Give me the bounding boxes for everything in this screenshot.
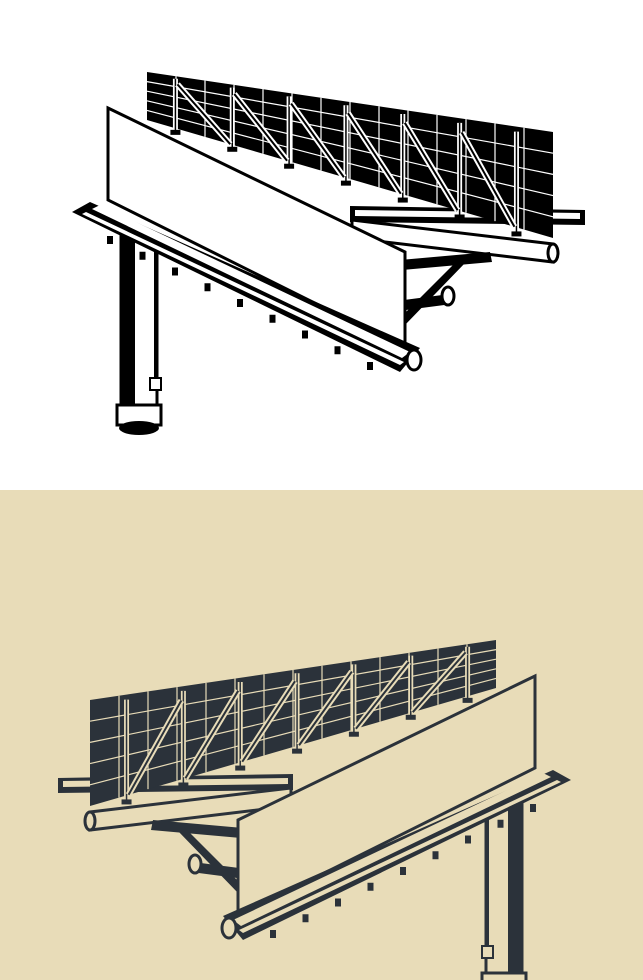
billboard-illustration-panel-top [72,72,585,435]
diagonal-brace-core [176,83,231,145]
grid-row-line [89,658,497,743]
cross-beam-top [151,820,243,838]
diagonal-brace-core [355,661,410,730]
walkway-slot-1 [92,205,410,358]
diagonal-brace-core [412,651,467,713]
billboard-drawing-top [72,72,585,435]
walkway-bracket [334,346,341,355]
strut-foot [462,697,473,703]
strut-foot [348,731,359,737]
walkway-bracket [335,898,341,907]
support-post-shadow [508,803,522,980]
cross-beam-cap [440,285,456,307]
strut-foot [292,748,303,754]
walkway-bracket [465,835,471,844]
back-beam-cap [546,242,560,264]
billboard-artwork-bottom [58,640,571,980]
strut-foot [405,714,416,720]
diagonal-brace-core [403,122,459,211]
strut-foot [511,231,522,237]
strut-foot [397,197,408,203]
cross-beam-diagonal [398,258,466,326]
grid-row-line [146,90,554,175]
diagonal-brace-core [241,680,296,763]
cross-beam-cap [187,853,203,875]
walkway-bracket [432,851,439,860]
strut-foot [227,146,238,152]
junction-box [149,377,162,391]
strut-foot [340,180,351,186]
walkway-bracket [400,867,406,875]
diagonal-brace-core [460,131,516,228]
diagonal-brace-core [127,699,183,796]
diagonal-brace-core [184,690,240,779]
strut-foot [121,799,132,805]
walkway-bracket [270,930,276,938]
diagonal-brace-core [233,93,288,162]
strut-foot [284,163,295,169]
diagonal-brace-core [290,103,345,178]
walkway-bracket [204,283,211,292]
walkway-slot-1 [233,773,551,926]
walkway-bracket [302,330,308,339]
walkway-bracket [302,914,309,923]
walkway-bracket [530,804,536,812]
strut-foot [454,214,465,220]
diagonal-brace-core [347,112,402,195]
cross-beam-top [400,252,492,270]
billboard-artwork-top [72,72,585,435]
walkway-slot-2 [239,780,561,933]
post-base [119,421,159,435]
walkway-bracket [269,314,276,323]
walkway-slot-2 [82,212,404,365]
walkway-bracket [367,362,373,370]
walkway-bracket [497,819,504,828]
walkway-bracket [237,299,243,307]
walkway-bracket [367,882,374,891]
billboard-drawing-bottom [0,490,643,980]
walkway-bracket [172,267,178,276]
post-base-collar [480,971,528,980]
walkway-bracket [139,251,146,260]
cross-beam-diagonal [177,826,245,894]
billboard-illustration-panel-bottom [0,490,643,980]
strut-foot [170,129,181,135]
diagonal-brace-core [298,671,353,746]
walkway-bracket [107,236,113,244]
strut-foot [178,782,189,788]
junction-box [481,945,494,959]
walkway-end-cap [405,348,423,372]
walkway-end-cap [220,916,238,940]
back-beam-cap [83,810,97,832]
support-post-shadow [121,235,135,425]
strut-foot [235,765,246,771]
